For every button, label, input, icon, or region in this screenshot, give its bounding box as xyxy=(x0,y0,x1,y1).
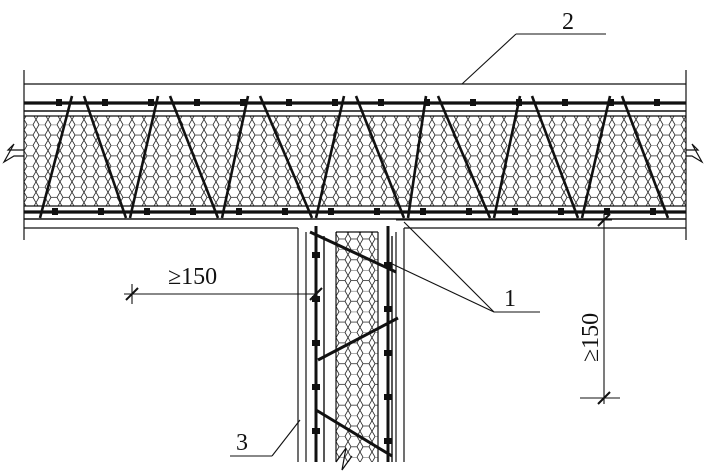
cross-bar-dot xyxy=(374,208,380,215)
cross-bar-dot xyxy=(102,99,108,106)
diagonal-tie xyxy=(258,95,314,219)
cross-bar-dot xyxy=(384,438,392,444)
diagonal-tie xyxy=(530,95,580,219)
diagonal-tie xyxy=(406,95,428,219)
cross-bar-dot xyxy=(558,208,564,215)
dimension-horizontal: ≥150 xyxy=(124,264,323,304)
vertical-wall-panel xyxy=(297,226,405,471)
leader-line-3 xyxy=(271,419,301,457)
cross-bar-dot xyxy=(328,208,334,215)
cross-bar-dot xyxy=(190,208,196,215)
dim-tick-right xyxy=(309,287,323,301)
cross-bar-dot xyxy=(424,99,430,106)
cross-bar-dot xyxy=(240,99,246,106)
cross-bar-dot xyxy=(562,99,568,106)
cross-bar-dot xyxy=(282,208,288,215)
horizontal-wall-panel xyxy=(2,70,704,240)
dim-tick-bottom xyxy=(597,391,611,405)
mesh-cross-bars-vertical xyxy=(312,252,392,444)
cross-bar-dot xyxy=(312,384,320,390)
cross-bar-dot xyxy=(98,208,104,215)
leader-line-2 xyxy=(461,33,517,85)
callout-3: 3 xyxy=(230,419,301,457)
cross-bar-dot xyxy=(516,99,522,106)
diagonal-tie xyxy=(354,95,406,219)
cross-bar-dot xyxy=(384,306,392,312)
cross-bar-dot xyxy=(604,208,610,215)
cross-bar-dot xyxy=(312,428,320,434)
diagonal-tie xyxy=(580,95,612,219)
cross-bar-dot xyxy=(512,208,518,215)
dim-label-horizontal: ≥150 xyxy=(168,264,217,290)
diagonal-tie xyxy=(492,95,522,219)
diagonal-tie xyxy=(436,95,492,219)
cross-bar-dot xyxy=(650,208,656,215)
cross-bar-dot xyxy=(312,296,320,302)
diagonal-tie xyxy=(314,95,346,219)
break-symbol-bottom xyxy=(335,447,353,471)
leader-line-1b xyxy=(403,221,495,313)
cross-bar-dot xyxy=(608,99,614,106)
vwall-diagonal-tie-2 xyxy=(317,316,399,362)
cross-bar-dot xyxy=(384,262,392,268)
cross-bar-dot xyxy=(312,340,320,346)
cross-bar-dot xyxy=(286,99,292,106)
cross-bar-dot xyxy=(384,350,392,356)
break-symbol-left xyxy=(2,143,24,164)
dim-label-vertical: ≥150 xyxy=(578,313,604,362)
diagonal-tie xyxy=(82,95,128,219)
dim-tick-left xyxy=(125,287,139,301)
callout-label-2: 2 xyxy=(562,9,574,35)
mesh-cross-bars-top xyxy=(52,99,660,215)
cross-bar-dot xyxy=(52,208,58,215)
cross-bar-dot xyxy=(332,99,338,106)
cross-bar-dot xyxy=(384,394,392,400)
vwall-connector-tie-1 xyxy=(309,230,397,274)
callout-2: 2 xyxy=(461,9,606,85)
callout-label-3: 3 xyxy=(236,430,248,456)
leader-line-1a xyxy=(387,261,495,313)
cross-bar-dot xyxy=(466,208,472,215)
vwall-diagonal-tie-3 xyxy=(315,408,393,458)
diagonal-tie xyxy=(38,95,74,219)
cross-bar-dot xyxy=(236,208,242,215)
cross-bar-dot xyxy=(654,99,660,106)
callout-label-1: 1 xyxy=(504,286,516,312)
cross-bar-dot xyxy=(56,99,62,106)
dimension-vertical: ≥150 xyxy=(396,213,620,405)
cross-bar-dot xyxy=(144,208,150,215)
cross-bar-dot xyxy=(420,208,426,215)
cross-bar-dot xyxy=(148,99,154,106)
break-symbol-right xyxy=(686,143,704,164)
diagonal-tie xyxy=(220,95,250,219)
callout-1: 1 xyxy=(387,221,540,313)
diagonal-tie xyxy=(128,95,160,219)
diagonal-tie xyxy=(168,95,220,219)
dim-tick-top xyxy=(597,213,611,227)
cross-bar-dot xyxy=(378,99,384,106)
cross-bar-dot xyxy=(194,99,200,106)
diagonal-tie-bars-top xyxy=(38,95,670,219)
cross-bar-dot xyxy=(312,252,320,258)
diagonal-tie xyxy=(620,95,670,219)
insulation-core-top xyxy=(24,116,686,206)
cross-bar-dot xyxy=(470,99,476,106)
